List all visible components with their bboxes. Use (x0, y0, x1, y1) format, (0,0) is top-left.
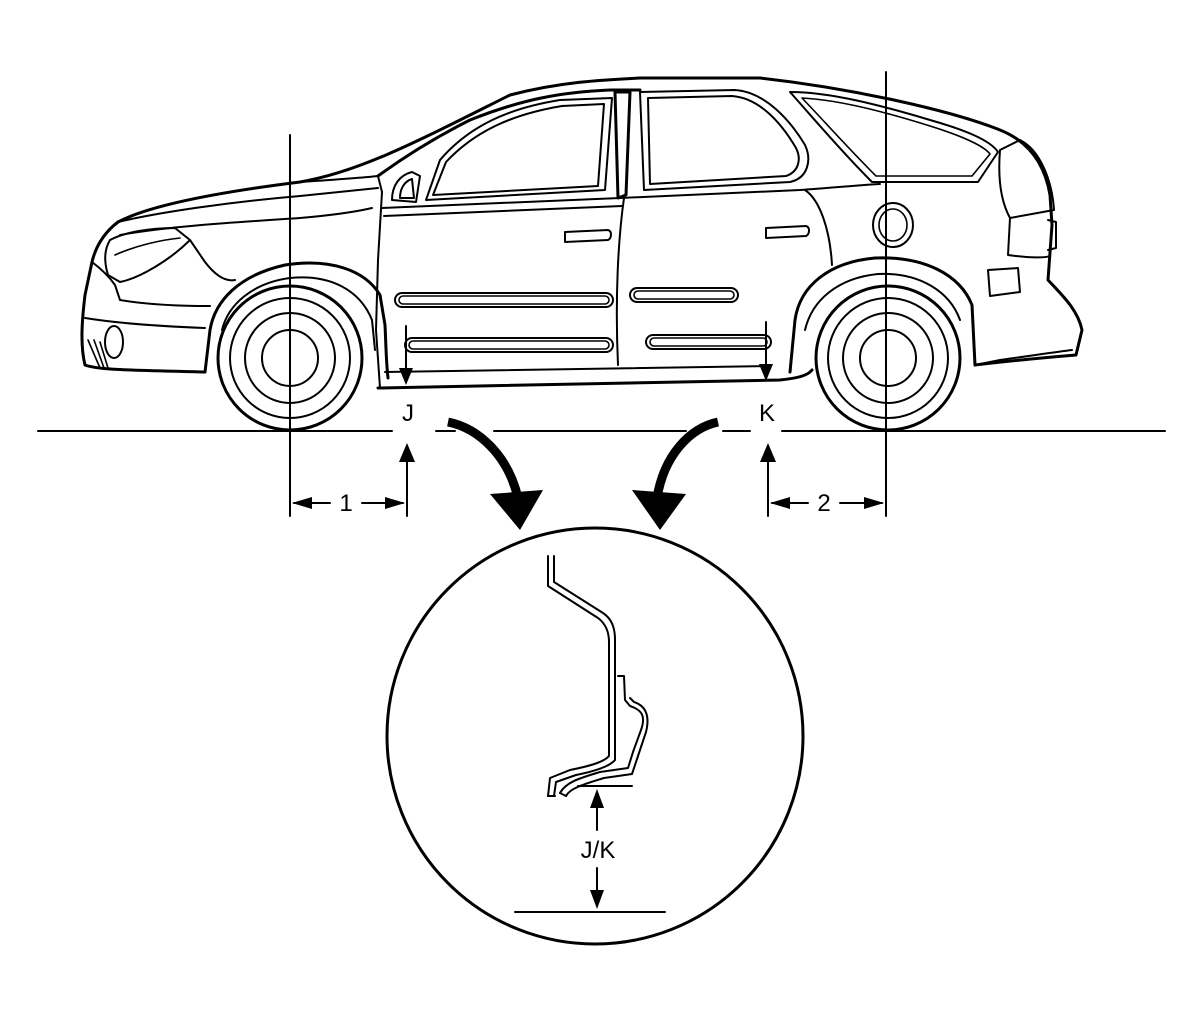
point-j-label: J (402, 400, 414, 427)
jk-height-dimension (514, 789, 666, 913)
dimension-2 (770, 497, 884, 509)
dimension-2-label: 2 (817, 490, 830, 517)
rocker-section-detail (547, 555, 649, 797)
dimension-1 (292, 497, 405, 509)
jk-height-label: J/K (581, 837, 616, 864)
point-j-marker (399, 325, 415, 517)
dimension-1-label: 1 (339, 490, 352, 517)
vehicle-body (80, 76, 1084, 390)
callout-arrow-k (632, 417, 720, 530)
detail-circle (385, 526, 805, 946)
rear-wheel (814, 284, 962, 432)
point-k-marker (759, 321, 776, 517)
point-k-label: K (759, 400, 775, 427)
callout-arrow-j (446, 417, 543, 530)
